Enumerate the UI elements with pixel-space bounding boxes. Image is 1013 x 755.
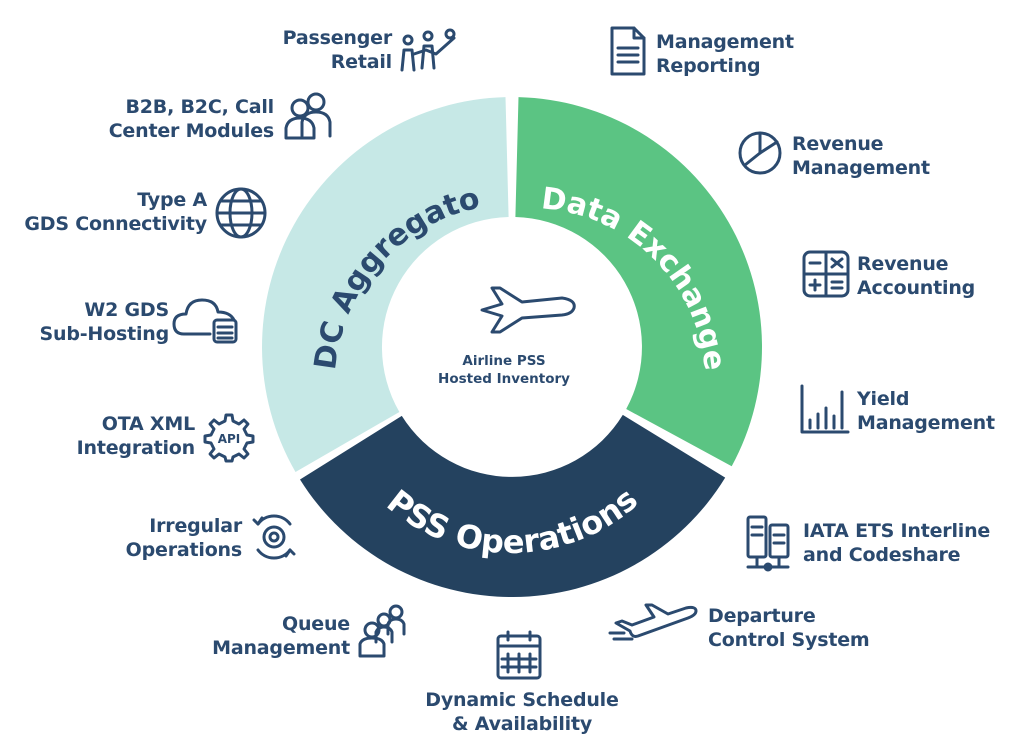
segment-ndc-aggregator (262, 97, 509, 472)
calendar-icon (496, 630, 542, 680)
cloud-server-icon (172, 296, 240, 344)
center-label-line2: Hosted Inventory (438, 371, 570, 387)
users-icon (282, 90, 336, 140)
center-label-line1: Airline PSS (462, 353, 546, 369)
label-dynamic-schedule: Dynamic Schedule& Availability (425, 689, 619, 735)
bar-chart-icon (800, 384, 850, 434)
gear-cycle-icon (250, 512, 298, 562)
globe-icon (214, 186, 268, 240)
document-icon (610, 26, 646, 76)
queue-people-icon (356, 600, 410, 658)
svg-text:API: API (218, 432, 241, 446)
segment-data-exchange (515, 97, 762, 467)
segment-pss-operations (300, 414, 726, 598)
api-gear-icon: API (203, 412, 255, 463)
pie-chart-icon (737, 130, 783, 176)
airplane-icon (478, 284, 578, 334)
server-icon (746, 515, 792, 573)
growth-people-icon (398, 28, 460, 74)
departure-plane-icon (608, 603, 700, 643)
center-label: Airline PSS Hosted Inventory (404, 352, 604, 388)
calculator-icon (802, 250, 850, 298)
